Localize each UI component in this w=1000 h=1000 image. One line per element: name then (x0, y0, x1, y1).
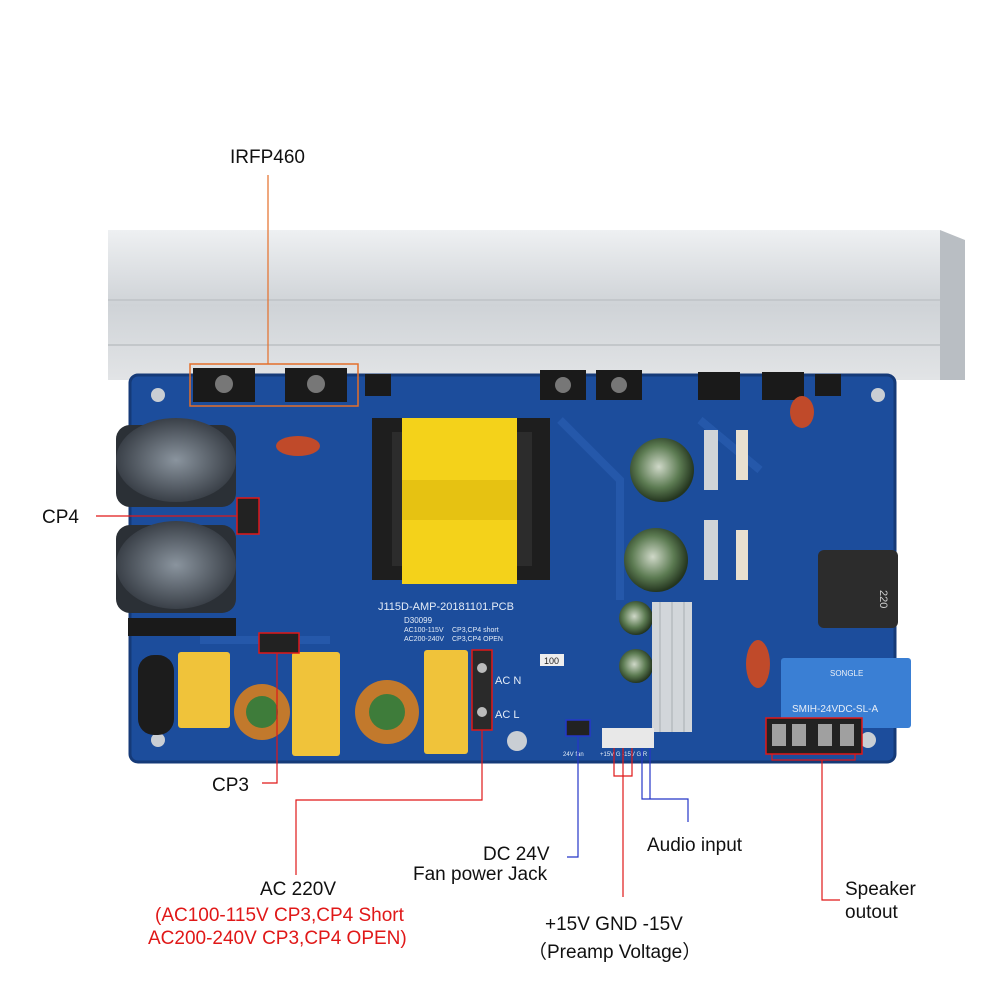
pcb-ac-l-text: AC L (495, 709, 519, 721)
preamp-voltage-label: +15V GND -15V (545, 914, 683, 935)
audio-input-label: Audio input (647, 835, 743, 856)
mosfet-row (189, 363, 841, 407)
emi-filter (138, 650, 468, 756)
heatsink (108, 230, 965, 380)
ac-high-range-label: AC200-240V CP3,CP4 OPEN) (148, 928, 407, 949)
cp4-label: CP4 (42, 507, 79, 528)
irfp460-label: IRFP460 (230, 147, 305, 168)
cp3-label: CP3 (212, 775, 249, 796)
ac220-label: AC 220V (259, 879, 337, 900)
pcb-name-text: J115D-AMP-20181101.PCB (378, 601, 514, 613)
ac-low-range-label: (AC100-115V CP3,CP4 Short (155, 905, 404, 926)
pcb-ac-low-text: AC100-115V (404, 627, 444, 634)
cap-220-text: 220 (877, 590, 889, 608)
leader-lines (96, 175, 856, 901)
bulk-capacitors (116, 418, 236, 636)
relay-brand-text: SONGLE (830, 669, 863, 678)
relay-model-text: SMIH-24VDC-SL-A (792, 704, 878, 715)
silkscreen: J115D-AMP-20181101.PCB D30099 AC100-115V… (378, 601, 648, 758)
pcb-input-pins-text: +15V G -15V G R (600, 752, 648, 758)
fuses-resistors (276, 396, 814, 688)
fan-jack-label: Fan power Jack (413, 864, 548, 885)
pcb-code-text: D30099 (404, 616, 433, 625)
transformer (372, 418, 550, 584)
connectors (236, 497, 863, 755)
pcb-ac-high-text: AC200-240V (404, 636, 444, 643)
dc24-label: DC 24V (483, 844, 550, 865)
pcb-cp-open-text: CP3,CP4 OPEN (452, 636, 503, 643)
pcb-res-100-text: 100 (544, 656, 559, 666)
pcb-fan-pins-text: 24V fan (563, 752, 584, 758)
preamp-note-label: （Preamp Voltage） (528, 942, 702, 963)
filter-capacitors (619, 438, 694, 683)
relay: SMIH-24VDC-SL-A SONGLE 220 (781, 550, 911, 728)
speaker-label-line2: outout (845, 902, 898, 923)
small-heatsink (652, 602, 692, 732)
pcb-cp-short-text: CP3,CP4 short (452, 627, 499, 634)
speaker-label-line1: Speaker (845, 879, 916, 900)
pcb-ac-n-text: AC N (495, 675, 521, 687)
